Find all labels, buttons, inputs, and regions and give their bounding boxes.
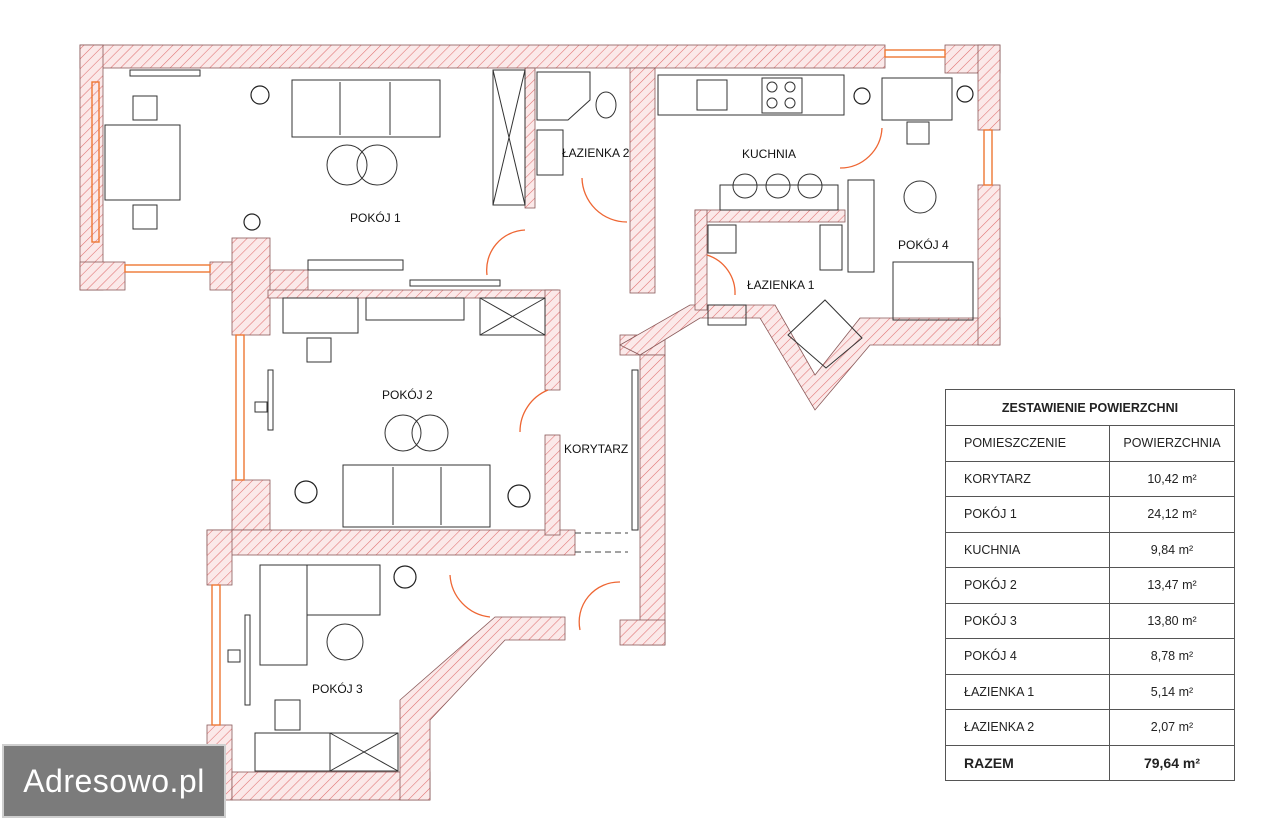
room-area: 8,78 m² [1109, 638, 1235, 675]
label-korytarz: KORYTARZ [564, 442, 628, 456]
column-header-room: POMIESZCZENIE [945, 425, 1110, 462]
label-kuchnia: KUCHNIA [742, 147, 796, 161]
room-name: ŁAZIENKA 1 [945, 673, 1110, 710]
label-pokoj-4: POKÓJ 4 [898, 237, 949, 252]
column-header-area: POWIERZCHNIA [1109, 425, 1235, 462]
room-area: 13,47 m² [1109, 567, 1235, 604]
room-name: ŁAZIENKA 2 [945, 709, 1110, 746]
room-area: 5,14 m² [1109, 673, 1235, 710]
label-lazienka-1: ŁAZIENKA 1 [747, 278, 815, 292]
room-name: POKÓJ 4 [945, 638, 1110, 675]
adresowo-watermark: Adresowo.pl [2, 744, 226, 818]
total-row: RAZEM 79,64 m² [945, 744, 1235, 781]
room-name: KORYTARZ [945, 460, 1110, 497]
room-name: KUCHNIA [945, 531, 1110, 568]
label-pokoj-1: POKÓJ 1 [350, 210, 401, 225]
room-area: 9,84 m² [1109, 531, 1235, 568]
label-lazienka-2: ŁAZIENKA 2 [562, 146, 630, 160]
area-summary-table: ZESTAWIENIE POWIERZCHNI POMIESZCZENIE PO… [945, 389, 1235, 781]
room-name: POKÓJ 3 [945, 602, 1110, 639]
total-area: 79,64 m² [1109, 744, 1235, 781]
walls [79, 44, 1001, 801]
windows [91, 49, 993, 726]
label-pokoj-2: POKÓJ 2 [382, 387, 433, 402]
doors [449, 127, 883, 631]
total-label: RAZEM [945, 744, 1110, 781]
room-area: 24,12 m² [1109, 496, 1235, 533]
plants [243, 85, 974, 589]
room-name: POKÓJ 1 [945, 496, 1110, 533]
label-pokoj-3: POKÓJ 3 [312, 681, 363, 696]
room-area: 2,07 m² [1109, 709, 1235, 746]
room-name: POKÓJ 2 [945, 567, 1110, 604]
room-area: 10,42 m² [1109, 460, 1235, 497]
room-area: 13,80 m² [1109, 602, 1235, 639]
furniture [104, 69, 974, 772]
table-title: ZESTAWIENIE POWIERZCHNI [945, 389, 1235, 426]
